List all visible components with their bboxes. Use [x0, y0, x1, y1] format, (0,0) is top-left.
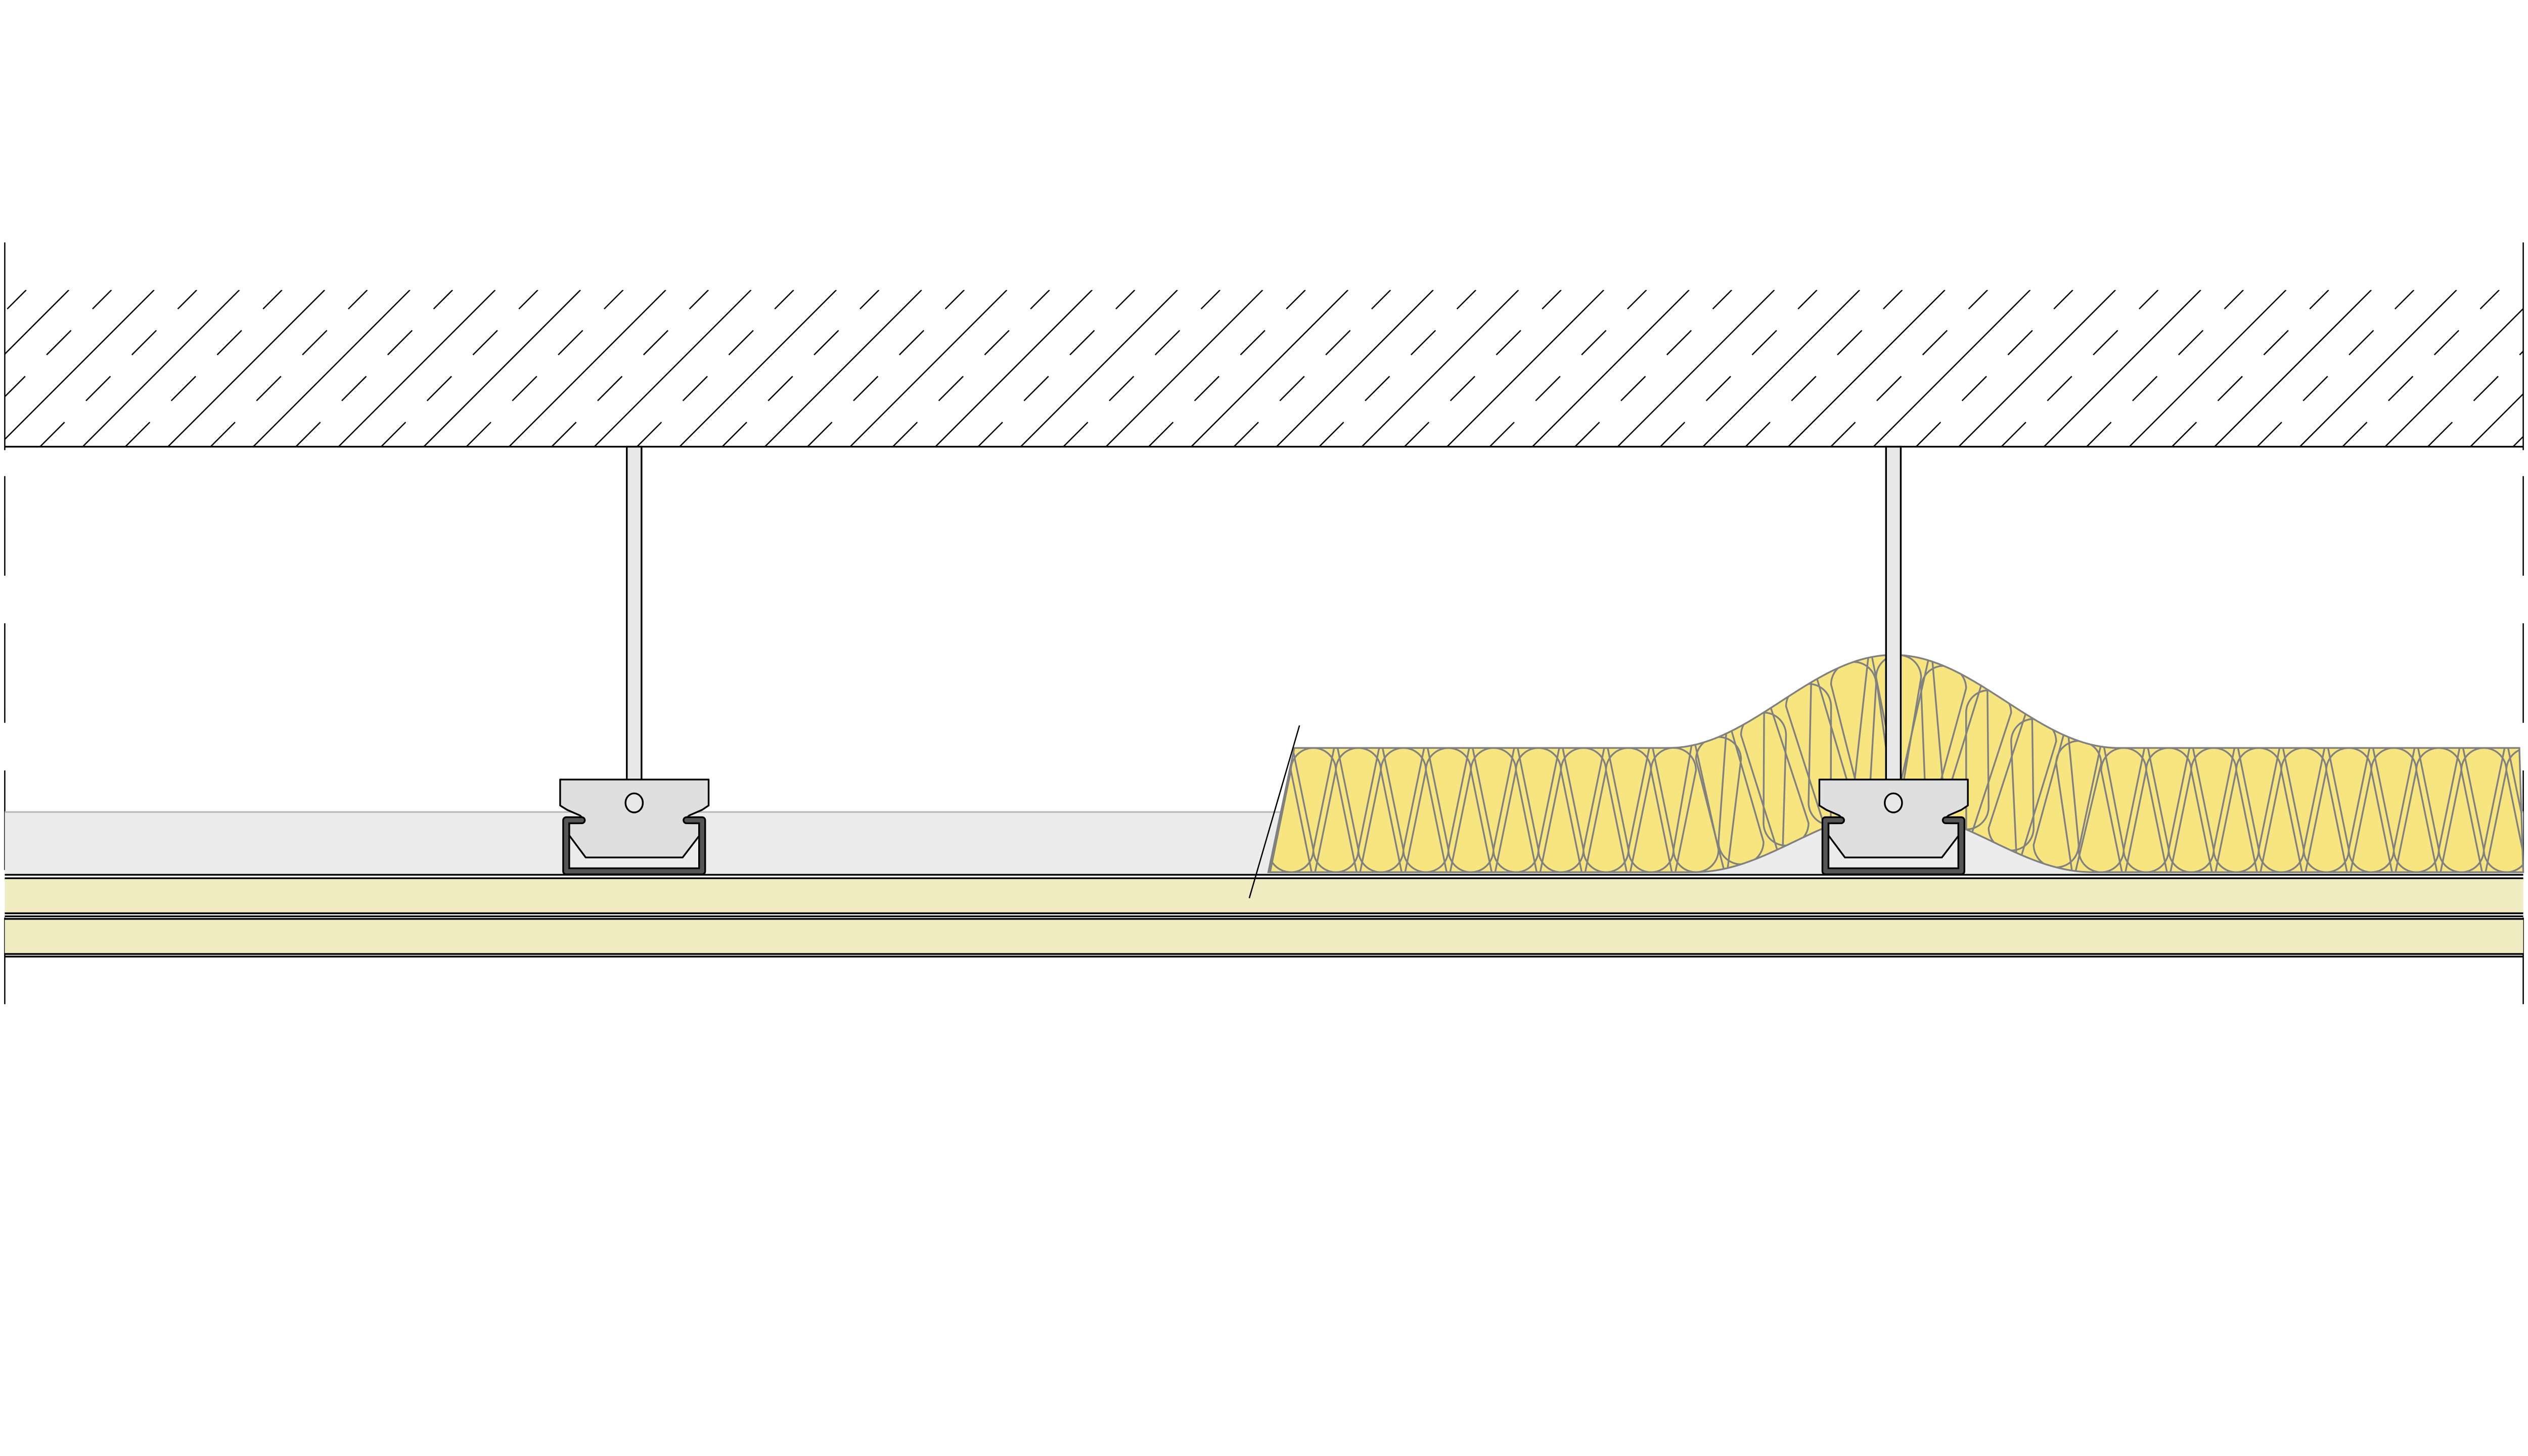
hatch-dash-line	[1659, 290, 1818, 447]
hatch-dash-line	[1489, 290, 1647, 447]
hanger-assembly-right	[1819, 447, 1968, 872]
hatch-dash-line	[1915, 290, 2073, 447]
hatch-dash-line	[551, 290, 709, 447]
hatch-dash-line	[2256, 290, 2415, 447]
hatch-dash-line	[210, 290, 368, 447]
section-edges	[4, 242, 2524, 1005]
insulation-outline	[1267, 654, 2524, 873]
hatch-line	[2043, 290, 2201, 447]
hatch-dash-line	[39, 290, 198, 447]
hatch-line	[1447, 290, 1604, 447]
hatch-line	[1020, 290, 1178, 447]
hatch-line	[338, 290, 496, 447]
hatch-dash-line	[1830, 290, 1988, 447]
hatch-line	[2470, 393, 2523, 447]
hatch-line	[679, 290, 837, 447]
hatch-line	[764, 290, 922, 447]
hatch-line	[935, 290, 1093, 447]
hatch-line	[1958, 290, 2116, 447]
hatch-line	[5, 290, 155, 440]
insulation-lobe	[1695, 736, 1742, 871]
hatch-dash-line	[466, 290, 624, 447]
hatch-dash-line	[1745, 290, 1903, 447]
hatch-dash-line	[1574, 290, 1732, 447]
hatch-line	[849, 290, 1008, 447]
hatch-line	[508, 290, 666, 447]
hatch-line	[1787, 290, 1946, 447]
hanger-hole	[624, 792, 644, 813]
hatch-dash-line	[721, 290, 880, 447]
hatch-line	[167, 290, 326, 447]
hatch-line	[252, 290, 411, 447]
hatch-dash-line	[124, 290, 283, 447]
hatch-dash-line	[977, 290, 1136, 447]
hatch-line	[2214, 290, 2372, 447]
hatch-dash-line	[2427, 350, 2523, 447]
hatch-dash-line	[1404, 290, 1562, 447]
hatch-line	[5, 290, 70, 355]
hatch-dash-line	[1233, 290, 1391, 447]
hatch-dash-line	[380, 290, 538, 447]
hatch-dash-line	[2342, 290, 2500, 447]
hatch-line	[1361, 290, 1519, 447]
hatch-line	[1702, 290, 1860, 447]
hatch-dash-line	[1148, 290, 1306, 447]
hatch-line	[1873, 290, 2031, 447]
concrete-slab	[5, 290, 2523, 448]
hatch-line	[594, 290, 752, 447]
hatch-line	[1531, 290, 1690, 447]
insulation-lobe	[2505, 747, 2523, 873]
break-line	[1248, 725, 1300, 898]
hatch-dash-line	[295, 290, 454, 447]
hatch-line	[423, 290, 581, 447]
hatch-dash-line	[807, 290, 965, 447]
hatch-dash-line	[5, 290, 112, 398]
hanger-rod	[626, 445, 643, 781]
hatch-line	[82, 290, 240, 447]
hanger-assembly-left	[559, 445, 710, 876]
hatch-dash-line	[5, 290, 27, 312]
hatch-line	[1105, 290, 1263, 447]
hatch-line	[2299, 290, 2457, 447]
board-layer-1	[5, 878, 2523, 913]
hatch-line	[1276, 290, 1434, 447]
slab-hatch	[5, 290, 2523, 447]
hatch-line	[2129, 290, 2287, 447]
board-layers	[5, 874, 2523, 958]
hatch-dash-line	[2512, 435, 2523, 447]
ceiling-section-drawing	[4, 242, 2524, 1005]
board-layer-2	[5, 919, 2523, 954]
hatch-dash-line	[636, 290, 794, 447]
hatch-dash-line	[1063, 290, 1221, 447]
hatch-line	[2384, 307, 2523, 447]
hatch-dash-line	[2086, 290, 2244, 447]
hatch-line	[1191, 290, 1349, 447]
hatch-dash-line	[2001, 290, 2159, 447]
channel-profile	[562, 816, 706, 876]
hatch-line	[1617, 290, 1775, 447]
hatch-dash-line	[1319, 290, 1476, 447]
hatch-dash-line	[892, 290, 1050, 447]
hatch-dash-line	[2171, 290, 2329, 447]
